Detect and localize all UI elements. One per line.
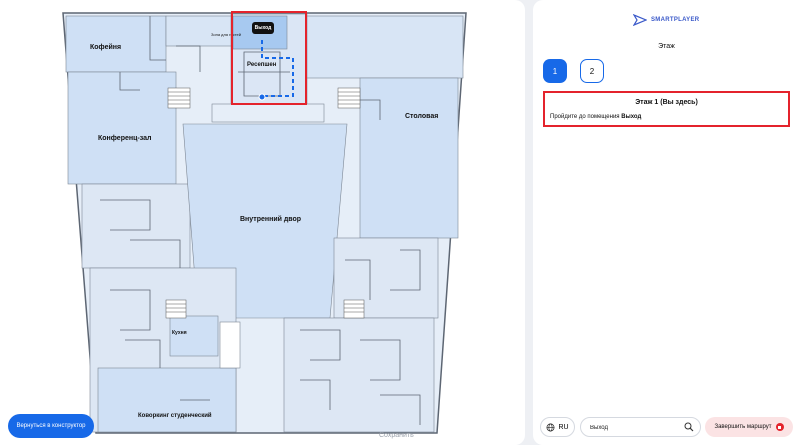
language-button[interactable]: RU bbox=[540, 417, 575, 437]
room-label-cloakroom: Зона для гостей bbox=[211, 32, 241, 37]
search-input[interactable] bbox=[590, 422, 680, 433]
globe-icon bbox=[546, 423, 555, 431]
room-label-cafe: Кофейня bbox=[90, 44, 122, 51]
route-instructions-card: Этаж 1 (Вы здесь) Пройдите до помещения … bbox=[543, 91, 790, 127]
finish-route-button[interactable]: Завершить маршрут bbox=[705, 417, 793, 437]
save-label[interactable]: Сохранить bbox=[379, 432, 414, 439]
smartplayer-logo-icon bbox=[633, 14, 647, 26]
floor-button-2[interactable]: 2 bbox=[580, 59, 604, 83]
route-floor-title: Этаж 1 (Вы здесь) bbox=[635, 99, 698, 106]
room-label-coworking: Коворкинг студенческий bbox=[138, 413, 212, 419]
brand-logo: SMARTPLAYER bbox=[633, 14, 699, 26]
floor-button-1[interactable]: 1 bbox=[543, 59, 567, 83]
brand-name: SMARTPLAYER bbox=[651, 17, 700, 23]
exit-marker[interactable]: Выход bbox=[252, 22, 274, 34]
route-step-text: Пройдите до помещения bbox=[550, 114, 620, 120]
stop-icon bbox=[775, 423, 784, 431]
back-to-builder-button[interactable]: Вернуться в конструктор bbox=[8, 414, 94, 438]
room-label-canteen: Столовая bbox=[405, 113, 439, 120]
map-panel[interactable]: Кофейня Зона для гостей Ресепшен Столова… bbox=[0, 0, 525, 445]
floor-title: Этаж bbox=[658, 43, 675, 50]
room-label-kitchen: Кухня bbox=[172, 330, 187, 336]
route-step-target: Выход bbox=[621, 114, 642, 120]
route-side-panel: SMARTPLAYER Этаж 1 2 Этаж 1 (Вы здесь) П… bbox=[533, 0, 800, 445]
search-box[interactable] bbox=[580, 417, 701, 437]
finish-route-label: Завершить маршрут bbox=[714, 424, 772, 430]
language-label: RU bbox=[558, 423, 569, 431]
room-label-courtyard: Внутренний двор bbox=[240, 216, 302, 223]
room-label-reception: Ресепшен bbox=[247, 62, 277, 68]
route-step: Пройдите до помещения Выход bbox=[550, 114, 641, 120]
search-icon[interactable] bbox=[684, 422, 694, 432]
room-label-conference: Конференц-зал bbox=[98, 135, 152, 142]
